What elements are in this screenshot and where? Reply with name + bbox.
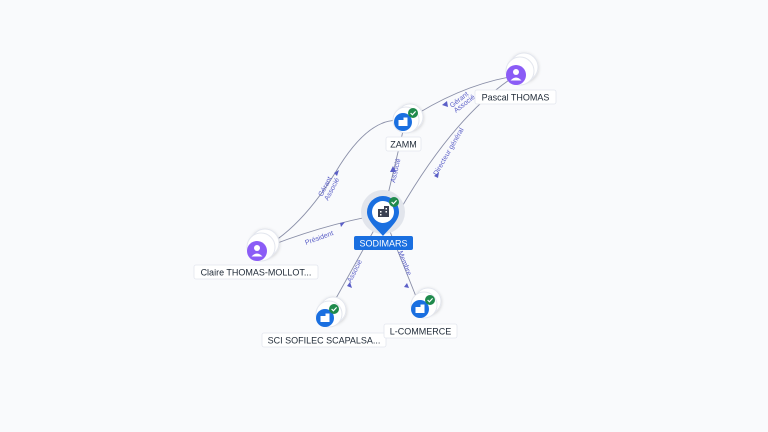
arrow-mark bbox=[390, 166, 396, 172]
edge-arrows bbox=[334, 101, 448, 288]
node-label: SCI SOFILEC SCAPALSA... bbox=[268, 336, 381, 346]
verified-check-icon bbox=[425, 295, 435, 305]
node-label: Pascal THOMAS bbox=[482, 93, 550, 103]
arrow-mark bbox=[347, 282, 352, 288]
edge-label-sodimars-lcommerce: Membre bbox=[396, 250, 412, 277]
node-label-box bbox=[474, 89, 557, 105]
node-label: L-COMMERCE bbox=[390, 327, 452, 337]
arrow-mark bbox=[334, 170, 339, 176]
node-label-box bbox=[383, 323, 458, 339]
node-label-box bbox=[261, 332, 387, 348]
verified-check-icon bbox=[389, 197, 399, 207]
verified-check-icon bbox=[408, 108, 418, 118]
node-pascal[interactable]: Pascal THOMAS bbox=[474, 52, 557, 105]
node-zamm[interactable]: ZAMM bbox=[385, 103, 424, 152]
verified-check-icon bbox=[329, 304, 339, 314]
edge-claire-zamm[interactable] bbox=[256, 119, 404, 252]
node-lcommerce[interactable]: L-COMMERCE bbox=[383, 287, 458, 339]
edge-label-claire-sodimars: Président bbox=[304, 230, 334, 247]
arrow-mark bbox=[340, 222, 345, 227]
building-icon bbox=[415, 304, 425, 313]
building-icon bbox=[320, 313, 330, 322]
node-sci[interactable]: SCI SOFILEC SCAPALSA... bbox=[261, 296, 387, 348]
node-label-box bbox=[385, 136, 422, 152]
edge-pascal-sodimars[interactable] bbox=[399, 75, 516, 211]
node-label-box bbox=[193, 264, 319, 280]
node-claire[interactable]: Claire THOMAS-MOLLOT... bbox=[193, 228, 319, 280]
node-label: Claire THOMAS-MOLLOT... bbox=[201, 268, 312, 278]
arrow-mark bbox=[434, 172, 439, 178]
building-icon bbox=[378, 206, 389, 217]
building-icon bbox=[398, 117, 408, 126]
edge-labels: Associé Gérant Associé Directeur général… bbox=[304, 91, 476, 284]
node-label: ZAMM bbox=[390, 140, 417, 150]
node-sodimars[interactable]: SODIMARS bbox=[354, 190, 413, 250]
node-label-box bbox=[354, 236, 413, 250]
person-icon bbox=[251, 245, 263, 257]
arrow-mark bbox=[442, 101, 448, 107]
edge-label-sodimars-sci: Associé bbox=[347, 259, 364, 284]
edge-label-zamm-sodimars: Associé bbox=[390, 158, 402, 184]
node-label: SODIMARS bbox=[359, 239, 407, 249]
person-icon bbox=[510, 69, 522, 81]
arrow-mark bbox=[404, 283, 409, 288]
